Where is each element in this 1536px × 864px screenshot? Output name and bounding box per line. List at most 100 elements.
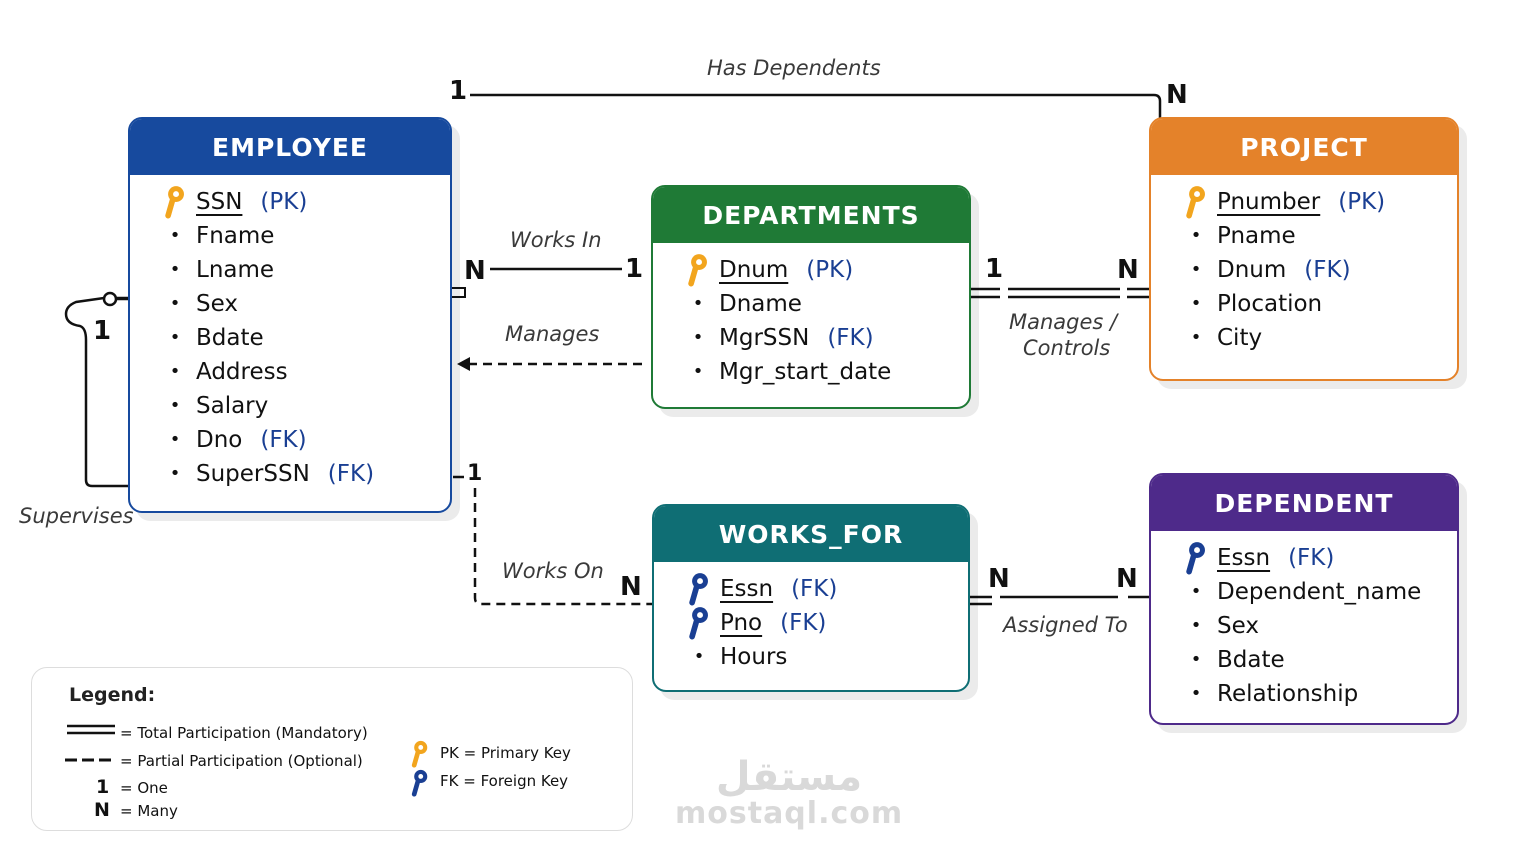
has-dependents-line xyxy=(470,93,1162,118)
manages-controls-line xyxy=(970,287,1149,299)
attribute-row: •Sex xyxy=(1151,609,1457,643)
assigned-to-line xyxy=(970,595,1150,606)
works-on-card-to: N xyxy=(620,572,642,602)
has-dependents-card-from: 1 xyxy=(449,76,468,106)
attribute-name: Bdate xyxy=(196,325,264,351)
assigned-to-label: Assigned To xyxy=(1003,613,1128,637)
project-title: PROJECT xyxy=(1151,119,1457,175)
assigned-to-card-from: N xyxy=(988,564,1010,594)
bullet-icon: • xyxy=(693,646,705,667)
legend-one: = One xyxy=(120,779,168,797)
primary-key-icon xyxy=(154,185,196,219)
bullet-icon: • xyxy=(169,293,181,314)
dependent-entity[interactable]: DEPENDENT Essn(FK)•Dependent_name•Sex•Bd… xyxy=(1149,473,1459,725)
supervises-label: Supervises xyxy=(19,504,134,528)
departments-attributes: Dnum(PK)•Dname•MgrSSN(FK)•Mgr_start_date xyxy=(653,243,969,389)
attribute-row: •Fname xyxy=(130,219,450,253)
bullet-icon: • xyxy=(1190,293,1202,314)
bullet-icon: • xyxy=(1190,683,1202,704)
attribute-key-tag: (PK) xyxy=(260,189,308,215)
supervises-line xyxy=(64,296,128,488)
primary-key-icon xyxy=(677,253,719,287)
project-entity[interactable]: PROJECT Pnumber(PK)•Pname•Dnum(FK)•Ploca… xyxy=(1149,117,1459,381)
departments-entity[interactable]: DEPARTMENTS Dnum(PK)•Dname•MgrSSN(FK)•Mg… xyxy=(651,185,971,409)
attribute-name: Plocation xyxy=(1217,291,1323,317)
assigned-to-card-to: N xyxy=(1116,564,1138,594)
works-for-title: WORKS_FOR xyxy=(654,506,968,562)
attribute-row: Essn(FK) xyxy=(654,572,968,606)
attribute-row: •Relationship xyxy=(1151,677,1457,711)
manages-controls-card-from: 1 xyxy=(985,254,1004,284)
attribute-row: • Bdate xyxy=(1151,643,1457,677)
attribute-name: Lname xyxy=(196,257,275,283)
attribute-name: MgrSSN xyxy=(719,325,810,351)
works-on-line xyxy=(473,488,652,606)
works-in-card-from: N xyxy=(464,256,486,286)
attribute-row: Essn(FK) xyxy=(1151,541,1457,575)
attribute-row: • Lname xyxy=(130,253,450,287)
attribute-name: City xyxy=(1217,325,1263,351)
attribute-name: Sex xyxy=(196,291,238,317)
manages-label: Manages xyxy=(505,322,600,346)
bullet-icon: • xyxy=(1190,225,1202,246)
dependent-title: DEPENDENT xyxy=(1151,475,1457,531)
attribute-row: •Mgr_start_date xyxy=(653,355,969,389)
works-in-label: Works In xyxy=(510,228,602,252)
pk-key-icon xyxy=(410,740,430,772)
works-in-card-to: 1 xyxy=(625,254,644,284)
attribute-row: •MgrSSN(FK) xyxy=(653,321,969,355)
legend-many: = Many xyxy=(120,802,178,820)
attribute-row: •SuperSSN(FK) xyxy=(130,457,450,491)
bullet-icon: • xyxy=(1190,649,1202,670)
legend-one-symbol: 1 xyxy=(96,776,110,798)
bullet-icon: • xyxy=(1190,259,1202,280)
foreign-key-icon xyxy=(678,572,720,606)
legend: Legend: = Total Participation (Mandatory… xyxy=(31,667,633,831)
manages-controls-label-line1: Manages / xyxy=(1009,310,1118,334)
attribute-name: Pno xyxy=(720,610,763,636)
attribute-row: •Dependent_name xyxy=(1151,575,1457,609)
legend-total: = Total Participation (Mandatory) xyxy=(120,724,368,742)
manages-arrowhead xyxy=(457,357,470,371)
bullet-icon: • xyxy=(169,259,181,280)
bullet-icon: • xyxy=(692,361,704,382)
foreign-key-icon xyxy=(1175,541,1217,575)
works-for-entity[interactable]: WORKS_FOR Essn(FK)Pno(FK)•Hours xyxy=(652,504,970,692)
foreign-key-icon xyxy=(678,606,720,640)
legend-pk: PK = Primary Key xyxy=(440,744,571,762)
bullet-icon: • xyxy=(1190,327,1202,348)
legend-title: Legend: xyxy=(69,684,156,706)
bullet-icon: • xyxy=(1190,581,1202,602)
attribute-name: Dname xyxy=(719,291,802,317)
attribute-row: •Dname xyxy=(653,287,969,321)
watermark-latin: mostaql.com xyxy=(675,796,904,831)
attribute-name: Dno xyxy=(196,427,243,453)
bullet-icon: • xyxy=(1190,615,1202,636)
bullet-icon: • xyxy=(169,463,181,484)
attribute-name: SSN xyxy=(196,189,243,215)
attribute-name: SuperSSN xyxy=(196,461,310,487)
employee-entity[interactable]: EMPLOYEE SSN(PK)•Fname•Lname•Sex•Bdate•A… xyxy=(128,117,452,513)
attribute-name: Dnum xyxy=(1217,257,1287,283)
attribute-row: • Plocation xyxy=(1151,287,1457,321)
legend-partial: = Partial Participation (Optional) xyxy=(120,752,363,770)
works-for-attributes: Essn(FK)Pno(FK)•Hours xyxy=(654,562,968,674)
attribute-name: Salary xyxy=(196,393,269,419)
attribute-row: • Salary xyxy=(130,389,450,423)
watermark: مستقل mostaql.com xyxy=(675,754,904,831)
bullet-icon: • xyxy=(169,395,181,416)
attribute-row: Dnum(PK) xyxy=(653,253,969,287)
attribute-row: • Sex xyxy=(130,287,450,321)
attribute-key-tag: (PK) xyxy=(806,257,854,283)
attribute-name: Pname xyxy=(1217,223,1296,249)
bullet-icon: • xyxy=(169,327,181,348)
attribute-key-tag: (PK) xyxy=(1338,189,1386,215)
attribute-key-tag: (FK) xyxy=(260,427,307,453)
attribute-row: • Pname xyxy=(1151,219,1457,253)
attribute-row: Pnumber(PK) xyxy=(1151,185,1457,219)
watermark-arabic: مستقل xyxy=(715,754,863,800)
manages-controls-label-line2: Controls xyxy=(1023,336,1111,360)
bullet-icon: • xyxy=(169,361,181,382)
attribute-row: SSN (PK) xyxy=(130,185,450,219)
attribute-name: Bdate xyxy=(1217,647,1285,673)
